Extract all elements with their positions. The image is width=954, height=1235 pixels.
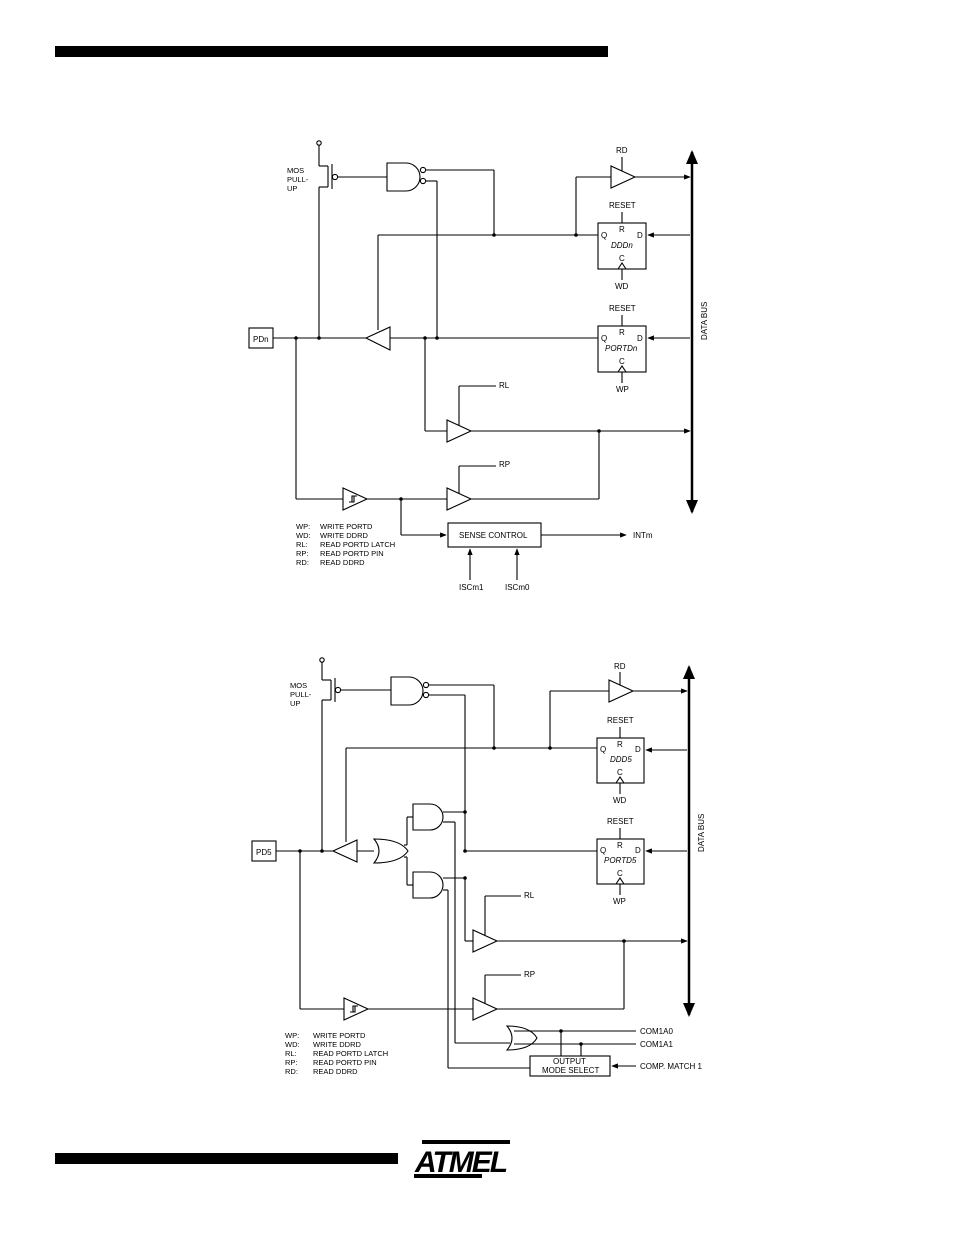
- rl-buffer: [446, 419, 473, 443]
- svg-text:READ DDRD: READ DDRD: [313, 1067, 358, 1076]
- svg-text:WD:: WD:: [285, 1040, 300, 1049]
- nand-gate: [386, 162, 421, 192]
- port-q-label: Q: [601, 334, 607, 343]
- ddr-r-label: R: [619, 225, 625, 234]
- ddr-c-label: C: [619, 254, 625, 263]
- svg-text:RL:: RL:: [296, 540, 308, 549]
- ddr-r-label-2: R: [617, 740, 623, 749]
- output-driver-2: [331, 839, 358, 863]
- rd-label: RD: [616, 146, 628, 155]
- comp-match-label: COMP. MATCH 1: [640, 1062, 702, 1071]
- ddr-q-label-2: Q: [600, 745, 606, 754]
- mode-select-label: MODE SELECT: [542, 1066, 599, 1075]
- iscm1-label: ISCm1: [459, 583, 484, 592]
- nand-gate-2: [390, 676, 424, 706]
- port-reset-label: RESET: [609, 304, 636, 313]
- schmitt-trigger-2: [343, 997, 370, 1021]
- port-register: [597, 325, 647, 373]
- port-d-label-2: D: [635, 846, 641, 855]
- ddr-reset-label: RESET: [609, 201, 636, 210]
- intm-label: INTm: [633, 531, 653, 540]
- rl-label-2: RL: [524, 891, 535, 900]
- svg-text:WP:: WP:: [285, 1031, 299, 1040]
- ddr-d-label-2: D: [635, 745, 641, 754]
- svg-text:RD:: RD:: [296, 558, 309, 567]
- iscm0-label: ISCm0: [505, 583, 530, 592]
- footer-rule: [55, 1153, 398, 1164]
- port-d-label: D: [637, 334, 643, 343]
- legend-1: WP: WRITE PORTD WD: WRITE DDRD RL: READ …: [296, 522, 395, 567]
- and-gate-bottom: [412, 871, 444, 899]
- svg-text:READ PORTD LATCH: READ PORTD LATCH: [320, 540, 395, 549]
- rl-label: RL: [499, 381, 510, 390]
- legend-2: WP: WRITE PORTD WD: WRITE DDRD RL: READ …: [285, 1031, 388, 1076]
- port-r-label: R: [619, 328, 625, 337]
- rp-buffer-2: [472, 997, 499, 1021]
- rd-buffer-2: [608, 679, 635, 703]
- svg-text:READ PORTD PIN: READ PORTD PIN: [320, 549, 384, 558]
- ddr-name-label: DDDn: [611, 241, 633, 250]
- schmitt-trigger: [342, 487, 369, 511]
- logo-text: ATMEL: [414, 1146, 507, 1179]
- rp-label-2: RP: [524, 970, 535, 979]
- com1a1-label: COM1A1: [640, 1040, 673, 1049]
- and-gate-top: [412, 803, 444, 831]
- wp-label: WP: [616, 385, 629, 394]
- svg-text:WRITE DDRD: WRITE DDRD: [320, 531, 368, 540]
- rp-label: RP: [499, 460, 510, 469]
- output-mode-select-box: [529, 1055, 611, 1077]
- ddr-q-label: Q: [601, 231, 607, 240]
- data-bus-label: DATA BUS: [700, 302, 709, 340]
- rd-label-2: RD: [614, 662, 626, 671]
- port-r-label-2: R: [617, 841, 623, 850]
- pull-label: PULL-: [287, 175, 309, 184]
- com-or-gate: [505, 1025, 538, 1051]
- ddr-d-label: D: [637, 231, 643, 240]
- up-label: UP: [287, 184, 297, 193]
- rd-buffer: [610, 165, 637, 189]
- svg-text:WD:: WD:: [296, 531, 311, 540]
- svg-text:RP:: RP:: [285, 1058, 298, 1067]
- atmel-logo-icon: ATMEL: [414, 1140, 510, 1179]
- output-driver: [364, 326, 391, 351]
- mos-label-2: MOS: [290, 681, 307, 690]
- svg-text:WRITE PORTD: WRITE PORTD: [313, 1031, 366, 1040]
- port-name-label-2: PORTD5: [604, 856, 637, 865]
- pin-label-2: PD5: [256, 848, 272, 857]
- up-label-2: UP: [290, 699, 300, 708]
- or-gate: [372, 838, 409, 864]
- svg-text:WRITE PORTD: WRITE PORTD: [320, 522, 373, 531]
- mos-label: MOS: [287, 166, 304, 175]
- rl-buffer-2: [472, 929, 499, 953]
- header-rule: [55, 46, 608, 57]
- port-name-label: PORTDn: [605, 344, 638, 353]
- ddr-reset-label-2: RESET: [607, 716, 634, 725]
- svg-text:RP:: RP:: [296, 549, 309, 558]
- pin-label: PDn: [253, 335, 269, 344]
- wd-label-2: WD: [613, 796, 627, 805]
- svg-text:WP:: WP:: [296, 522, 310, 531]
- wd-label: WD: [615, 282, 629, 291]
- port-c-label: C: [619, 357, 625, 366]
- svg-text:READ PORTD LATCH: READ PORTD LATCH: [313, 1049, 388, 1058]
- ddr-name-label-2: DDD5: [610, 755, 632, 764]
- svg-text:READ DDRD: READ DDRD: [320, 558, 365, 567]
- svg-text:RD:: RD:: [285, 1067, 298, 1076]
- wp-label-2: WP: [613, 897, 626, 906]
- rp-buffer: [446, 487, 473, 511]
- port-reset-label-2: RESET: [607, 817, 634, 826]
- port-c-label-2: C: [617, 869, 623, 878]
- ddr-c-label-2: C: [617, 768, 623, 777]
- svg-text:READ PORTD PIN: READ PORTD PIN: [313, 1058, 377, 1067]
- output-label: OUTPUT: [553, 1057, 586, 1066]
- data-bus-label-2: DATA BUS: [697, 814, 706, 852]
- svg-text:RL:: RL:: [285, 1049, 297, 1058]
- port-q-label-2: Q: [600, 846, 606, 855]
- com1a0-label: COM1A0: [640, 1027, 673, 1036]
- svg-text:WRITE DDRD: WRITE DDRD: [313, 1040, 361, 1049]
- sense-control-label: SENSE CONTROL: [459, 531, 528, 540]
- pull-label-2: PULL-: [290, 690, 312, 699]
